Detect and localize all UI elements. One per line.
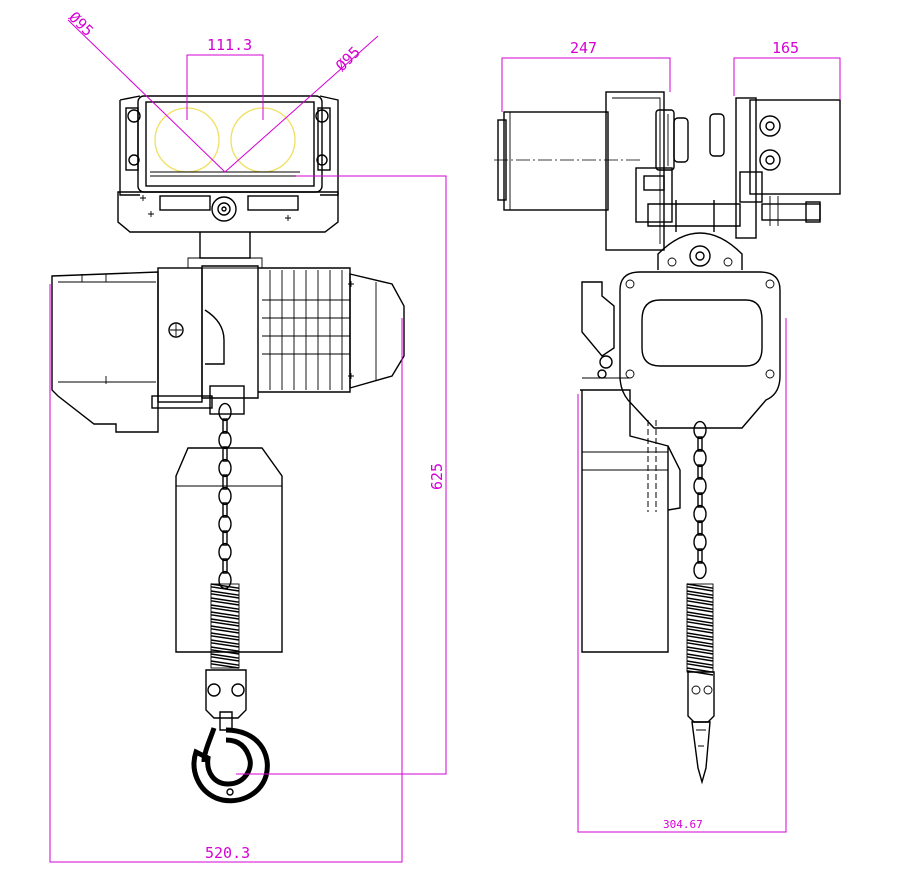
side-trolley-right [709,97,841,239]
dim-dia-95-right: Ø95 [332,43,364,75]
spring-coil [686,597,714,606]
chain-link [218,458,232,478]
chain-link [218,430,232,450]
dim-165: 165 [772,39,799,57]
chain-link [222,502,228,518]
dim-304-67: 304.67 [663,818,703,831]
chain-link [222,558,228,574]
spring-coil [210,618,240,627]
spring-coil [210,583,240,592]
dim-247: 247 [570,39,597,57]
side-load-chain [693,420,707,580]
spring-coil [210,590,240,599]
chain-link [693,560,707,580]
side-trolley-left [494,91,689,251]
spring-coil [210,611,240,620]
chain-link [697,548,703,564]
chain-link [218,514,232,534]
spring-coil [210,604,240,613]
spring-coil [210,646,240,655]
load-chain [218,402,232,590]
spring-coil [210,639,240,648]
spring-coil [686,646,714,655]
spring-coil [686,660,714,669]
chain-link [218,486,232,506]
spring-coil [686,604,714,613]
dim-dia-95-left: Ø95 [65,8,97,40]
side-hoist-body [581,271,781,429]
spring-coil [210,597,240,606]
chain-link [218,402,232,422]
buffer-spring [210,583,240,669]
spring-coil [686,618,714,627]
chain-link [693,476,707,496]
side-dimensions: 247 165 304.67 [501,39,841,833]
hook-icon [191,727,270,804]
side-view: 247 165 304.67 [494,39,841,833]
trolley-assembly [117,95,339,233]
chain-container [175,447,283,653]
chain-link [697,520,703,536]
spring-coil [686,625,714,634]
chain-link [693,504,707,524]
front-dimensions: 111.3 Ø95 Ø95 625 520.3 [49,8,447,863]
chain-link [222,474,228,490]
chain-link [693,420,707,440]
chain-link [222,418,228,434]
chain-link [697,492,703,508]
spring-coil [686,590,714,599]
spring-coil [686,639,714,648]
spring-coil [210,632,240,641]
chain-link [222,530,228,546]
cooling-fins [262,270,350,390]
chain-link [697,436,703,452]
chain-link [697,464,703,480]
chain-link [693,448,707,468]
hoist-body [51,265,405,433]
dim-520-3: 520.3 [205,844,250,862]
spring-coil [686,653,714,662]
spring-coil [210,660,240,669]
front-view: 111.3 Ø95 Ø95 625 520.3 [49,8,447,863]
spring-outline [210,583,240,669]
spring-coil [210,625,240,634]
spring-coil [210,653,240,662]
chain-link [218,542,232,562]
dim-111-3: 111.3 [207,36,252,54]
side-hook-block [687,671,715,785]
side-chain-container [580,389,681,653]
dim-625: 625 [428,463,446,490]
chain-link [222,446,228,462]
side-buffer-spring [686,583,714,676]
spring-coil [686,611,714,620]
chain-link [693,532,707,552]
spring-coil [686,632,714,641]
spring-coil [686,583,714,592]
hook-block [205,669,247,731]
